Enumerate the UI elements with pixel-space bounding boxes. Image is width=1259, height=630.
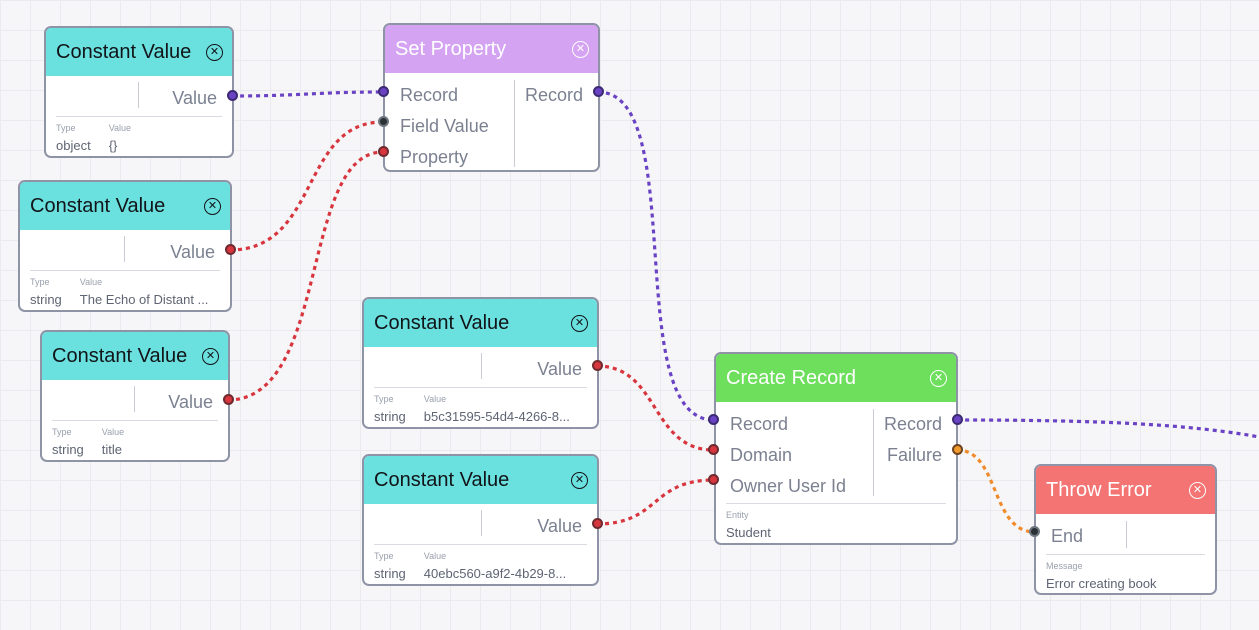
type-label: Type bbox=[56, 123, 76, 133]
message-value: Error creating book bbox=[1046, 576, 1157, 591]
output-port-value: Value bbox=[170, 242, 215, 262]
set-property-node[interactable]: Set Property ✕ Record Field Value Proper… bbox=[383, 23, 600, 172]
input-port-field-value: Field Value bbox=[400, 116, 489, 136]
handle-echo-value-out[interactable] bbox=[225, 244, 236, 255]
node-title: Throw Error bbox=[1046, 478, 1152, 501]
handle-domain-value-out[interactable] bbox=[592, 360, 603, 371]
node-title: Constant Value bbox=[52, 344, 188, 367]
type-label: Type bbox=[52, 427, 72, 437]
value-label: Value bbox=[423, 394, 447, 404]
handle-set-property-record-in[interactable] bbox=[378, 86, 389, 97]
entity-label: Entity bbox=[726, 510, 749, 520]
input-port-domain: Domain bbox=[730, 445, 793, 465]
close-icon[interactable]: ✕ bbox=[1189, 481, 1206, 499]
value-value: {} bbox=[108, 138, 118, 153]
node-title: Set Property bbox=[395, 37, 507, 60]
node-title: Constant Value bbox=[30, 194, 166, 217]
node-title: Constant Value bbox=[374, 311, 510, 334]
handle-create-record-failure-out[interactable] bbox=[952, 444, 963, 455]
handle-create-record-record-in[interactable] bbox=[708, 414, 719, 425]
node-title: Constant Value bbox=[56, 40, 192, 63]
constant-value-node-title[interactable]: Constant Value ✕ Value Type string Value t… bbox=[40, 330, 230, 462]
handle-create-record-domain-in[interactable] bbox=[708, 444, 719, 455]
output-port-value: Value bbox=[537, 516, 582, 536]
input-port-record: Record bbox=[400, 85, 459, 105]
edge-echo-to-field-value[interactable] bbox=[229, 120, 384, 252]
node-header[interactable]: Create Record ✕ bbox=[716, 354, 956, 402]
close-icon[interactable]: ✕ bbox=[571, 471, 588, 489]
output-port-failure: Failure bbox=[886, 445, 942, 465]
type-label: Type bbox=[374, 551, 394, 561]
output-port-record: Record bbox=[524, 85, 583, 105]
create-record-node[interactable]: Create Record ✕ Record Domain Owner User… bbox=[714, 352, 958, 545]
value-label: Value bbox=[108, 123, 132, 133]
edge-domain-value-to-domain[interactable] bbox=[596, 364, 715, 452]
constant-value-node-owner[interactable]: Constant Value ✕ Value Type string Value 4… bbox=[362, 454, 599, 586]
edge-create-record-out[interactable] bbox=[956, 418, 1259, 439]
close-icon[interactable]: ✕ bbox=[572, 40, 589, 58]
node-header[interactable]: Constant Value ✕ bbox=[364, 456, 597, 504]
input-port-property: Property bbox=[400, 147, 469, 167]
node-header[interactable]: Constant Value ✕ bbox=[46, 28, 232, 76]
input-port-owner-user-id: Owner User Id bbox=[730, 476, 847, 496]
handle-create-record-owner-in[interactable] bbox=[708, 474, 719, 485]
handle-set-property-record-out[interactable] bbox=[593, 86, 604, 97]
handle-create-record-record-out[interactable] bbox=[952, 414, 963, 425]
type-value: string bbox=[52, 442, 84, 457]
message-label: Message bbox=[1046, 561, 1083, 571]
node-header[interactable]: Set Property ✕ bbox=[385, 25, 598, 73]
value-value: 40ebc560-a9f2-4b29-8... bbox=[423, 566, 567, 581]
close-icon[interactable]: ✕ bbox=[930, 369, 947, 387]
type-value: string bbox=[30, 292, 62, 307]
edge-failure-to-throw-error[interactable] bbox=[956, 448, 1036, 534]
output-port-value: Value bbox=[537, 359, 582, 379]
edge-owner-value-to-owner[interactable] bbox=[596, 478, 715, 526]
output-port-record: Record bbox=[883, 414, 942, 434]
value-value: b5c31595-54d4-4266-8... bbox=[423, 409, 570, 424]
input-port-end: End bbox=[1051, 526, 1084, 546]
handle-title-value-out[interactable] bbox=[223, 394, 234, 405]
close-icon[interactable]: ✕ bbox=[206, 43, 223, 61]
handle-object-value-out[interactable] bbox=[227, 90, 238, 101]
entity-value: Student bbox=[726, 525, 771, 540]
type-value: string bbox=[374, 566, 406, 581]
edge-object-to-record[interactable] bbox=[231, 90, 384, 98]
node-header[interactable]: Constant Value ✕ bbox=[42, 332, 228, 380]
handle-set-property-field-value-in[interactable] bbox=[378, 116, 389, 127]
close-icon[interactable]: ✕ bbox=[204, 197, 221, 215]
value-label: Value bbox=[79, 277, 103, 287]
value-label: Value bbox=[101, 427, 125, 437]
node-title: Constant Value bbox=[374, 468, 510, 491]
value-value: title bbox=[101, 442, 123, 457]
constant-value-node-domain[interactable]: Constant Value ✕ Value Type string Value b… bbox=[362, 297, 599, 429]
node-header[interactable]: Throw Error ✕ bbox=[1036, 466, 1215, 514]
constant-value-node-object[interactable]: Constant Value ✕ Value Type object Value {… bbox=[44, 26, 234, 158]
value-label: Value bbox=[423, 551, 447, 561]
output-port-value: Value bbox=[172, 88, 217, 108]
type-value: object bbox=[56, 138, 91, 153]
edge-set-property-to-create-record[interactable] bbox=[597, 90, 715, 422]
type-label: Type bbox=[374, 394, 394, 404]
type-value: string bbox=[374, 409, 406, 424]
node-header[interactable]: Constant Value ✕ bbox=[364, 299, 597, 347]
handle-throw-error-end-in[interactable] bbox=[1029, 526, 1040, 537]
close-icon[interactable]: ✕ bbox=[571, 314, 588, 332]
node-title: Create Record bbox=[726, 366, 857, 389]
value-value: The Echo of Distant ... bbox=[79, 292, 209, 307]
close-icon[interactable]: ✕ bbox=[202, 347, 219, 365]
type-label: Type bbox=[30, 277, 50, 287]
handle-owner-value-out[interactable] bbox=[592, 518, 603, 529]
node-header[interactable]: Constant Value ✕ bbox=[20, 182, 230, 230]
handle-set-property-property-in[interactable] bbox=[378, 146, 389, 157]
output-port-value: Value bbox=[168, 392, 213, 412]
input-port-record: Record bbox=[730, 414, 789, 434]
edge-title-to-property[interactable] bbox=[227, 150, 384, 402]
